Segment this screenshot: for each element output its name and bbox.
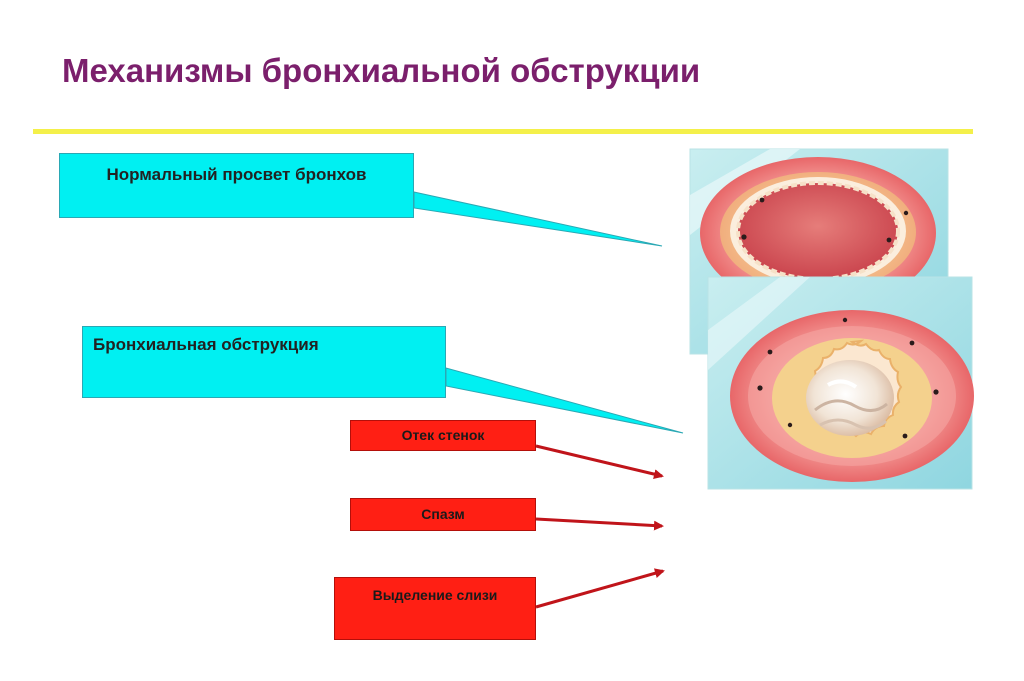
page-title: Механизмы бронхиальной обструкции xyxy=(62,52,701,89)
mechanism-wall-edema: Отек стенок xyxy=(350,420,536,451)
callout-bronchial-obstruction: Бронхиальная обструкция xyxy=(82,326,446,398)
arrow-mucus xyxy=(535,568,665,609)
callout-normal-lumen-text: Нормальный просвет бронхов xyxy=(106,165,367,184)
mechanism-label: Выделение слизи xyxy=(372,587,498,603)
callout-normal-pointer xyxy=(413,191,663,247)
mechanism-label: Спазм xyxy=(421,506,465,522)
mechanism-label: Отек стенок xyxy=(401,427,485,443)
mechanism-spasm: Спазм xyxy=(350,498,536,531)
callout-obstruction-pointer xyxy=(445,367,684,434)
mechanism-mucus-secretion: Выделение слизи xyxy=(334,577,536,640)
arrow-spasm xyxy=(535,517,664,531)
callout-normal-lumen: Нормальный просвет бронхов xyxy=(59,153,414,218)
title-underline xyxy=(33,129,973,134)
obstructed-bronchus-illustration xyxy=(707,276,974,490)
arrow-edema xyxy=(535,444,664,480)
callout-bronchial-obstruction-text: Бронхиальная обструкция xyxy=(93,335,319,354)
